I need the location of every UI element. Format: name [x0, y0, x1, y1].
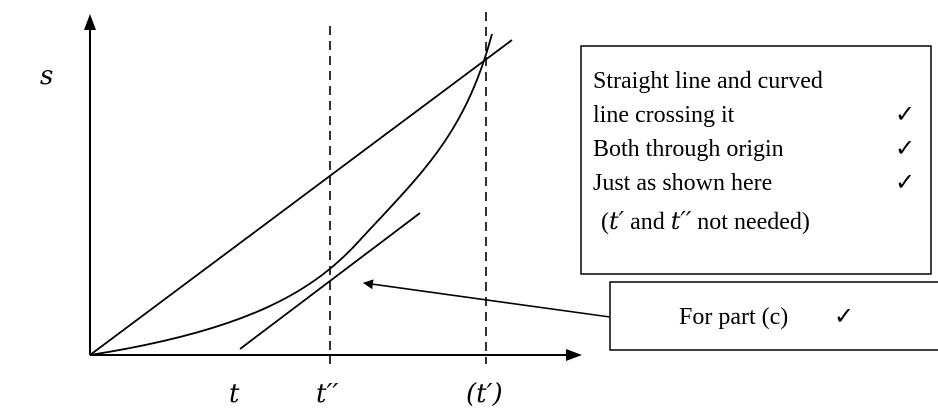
tick-mark-icon: ✓ — [895, 136, 915, 162]
mark-line-4: Just as shown here — [593, 170, 772, 196]
part-c-arrow — [363, 279, 611, 318]
mark-line-1: Straight line and curved — [593, 68, 823, 94]
y-axis-arrowhead — [84, 14, 96, 30]
part-c-label: For part (c) — [679, 304, 788, 330]
x-label-t-double-prime: t′′ — [316, 379, 338, 409]
tick-mark-icon: ✓ — [895, 170, 915, 196]
y-axis-label: s — [40, 61, 53, 91]
part-c-box: For part (c) ✓ — [609, 281, 938, 351]
curved-line — [89, 33, 493, 356]
mark-note: (t′ and t′′ not needed) — [601, 207, 810, 235]
x-label-t: t — [229, 379, 240, 409]
tangent-line — [239, 212, 421, 350]
tick-mark-icon: ✓ — [834, 304, 854, 330]
x-label-t-prime: (t′) — [466, 379, 503, 409]
x-axis-arrowhead — [566, 349, 582, 361]
straight-line — [89, 39, 513, 356]
mark-line-2: line crossing it — [593, 102, 735, 128]
mark-line-3: Both through origin — [593, 136, 784, 162]
mark-scheme-box: Straight line and curved line crossing i… — [580, 45, 932, 275]
tick-mark-icon: ✓ — [895, 102, 915, 128]
